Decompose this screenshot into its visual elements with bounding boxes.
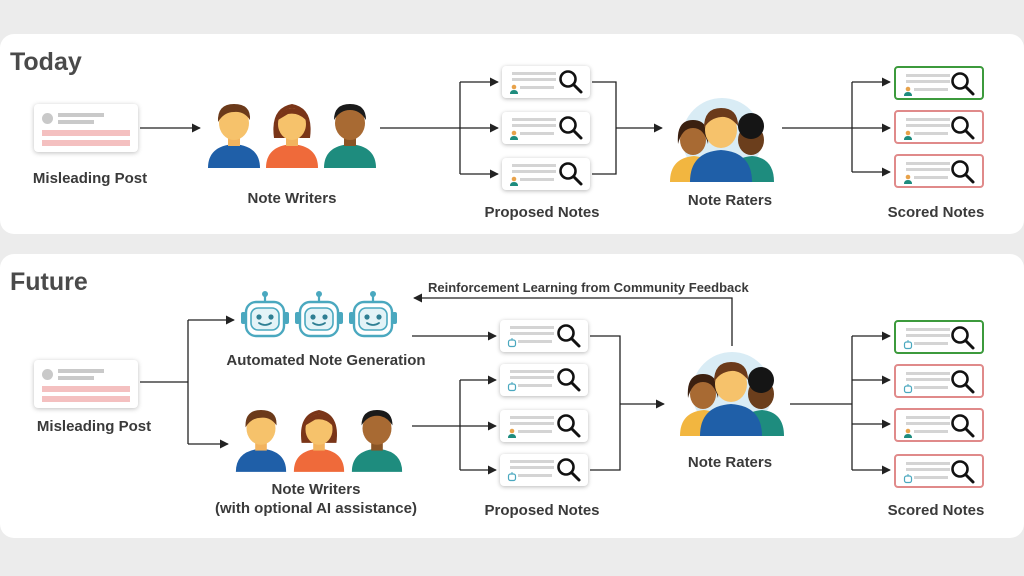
- proposed-notes-label: Proposed Notes: [484, 204, 600, 221]
- note-raters-label: Note Raters: [687, 192, 773, 209]
- scored-note-card-not-helpful: [894, 454, 984, 488]
- automated-note-generation-label: Automated Note Generation: [226, 352, 426, 369]
- note-writers-label: Note Writers: [247, 190, 337, 207]
- scored-note-card-not-helpful: [894, 364, 984, 398]
- future-panel: Future Reinforcement Learning from Commu…: [0, 254, 1024, 538]
- misleading-post-card: [34, 104, 138, 152]
- scored-note-card-not-helpful: [894, 154, 984, 188]
- note-writers-label: Note Writers (with optional AI assistanc…: [196, 480, 436, 518]
- scored-notes-label: Scored Notes: [887, 204, 985, 221]
- scored-notes-label: Scored Notes: [887, 502, 985, 519]
- proposed-note-card: [502, 112, 590, 144]
- note-writers-label-line2: (with optional AI assistance): [215, 500, 417, 517]
- feedback-loop-arrow: [413, 293, 733, 346]
- scored-note-card-not-helpful: [894, 110, 984, 144]
- proposed-note-card: [500, 320, 588, 352]
- flow-arrows: [140, 77, 891, 179]
- note-raters-label: Note Raters: [687, 454, 773, 471]
- scored-note-card-not-helpful: [894, 408, 984, 442]
- scored-note-card-helpful: [894, 320, 984, 354]
- section-title-future: Future: [10, 268, 88, 296]
- flow-arrows: [140, 293, 891, 475]
- misleading-post-label: Misleading Post: [36, 418, 152, 435]
- proposed-note-card: [500, 454, 588, 486]
- proposed-note-card: [500, 410, 588, 442]
- proposed-note-card: [502, 158, 590, 190]
- misleading-post-card: [34, 360, 138, 408]
- misleading-post-label: Misleading Post: [32, 170, 148, 187]
- merge-bracket: [592, 81, 617, 175]
- proposed-note-card: [502, 66, 590, 98]
- note-writers-label-line1: Note Writers: [271, 481, 361, 498]
- proposed-notes-label: Proposed Notes: [484, 502, 600, 519]
- merge-bracket: [590, 335, 621, 471]
- feedback-loop-label: Reinforcement Learning from Community Fe…: [428, 280, 749, 295]
- section-title-today: Today: [10, 48, 82, 76]
- proposed-note-card: [500, 364, 588, 396]
- scored-note-card-helpful: [894, 66, 984, 100]
- today-panel: Today Misleading Post Note Writers Propo…: [0, 34, 1024, 234]
